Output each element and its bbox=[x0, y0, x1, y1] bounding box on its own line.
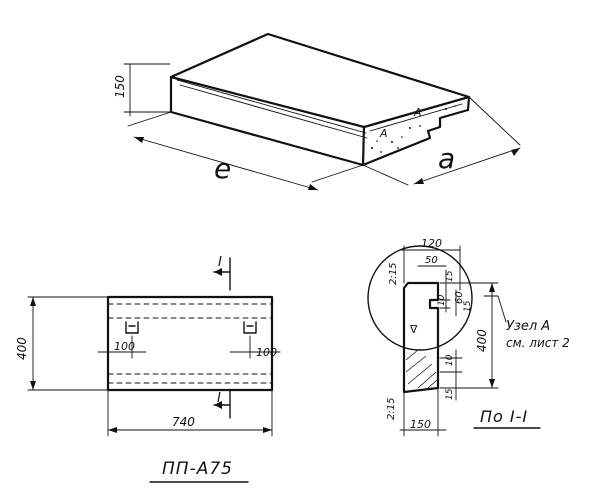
dim-400-line bbox=[439, 282, 499, 389]
dim-anchor-left-line bbox=[97, 335, 147, 359]
dim-10-low-label: 10 bbox=[445, 354, 455, 366]
dim-anchor-left-label: 100 bbox=[114, 340, 135, 353]
slab-top-face bbox=[169, 32, 471, 129]
section-mark-top-arrow bbox=[214, 268, 222, 276]
dim-50-label: 50 bbox=[425, 255, 438, 266]
dim-bottom-150-line bbox=[399, 387, 447, 437]
section-view: ∇ 2:15 2:15 120 50 15 10 60 15 400 10 15… bbox=[367, 237, 570, 437]
detail-node-circle bbox=[367, 245, 473, 351]
section-hatching bbox=[405, 349, 438, 389]
dim-60-label: 60 bbox=[454, 291, 465, 304]
dim-15-low-label: 15 bbox=[445, 388, 455, 400]
slab-top-edge-line bbox=[176, 79, 367, 134]
dim-bottom-label: 740 bbox=[172, 415, 195, 429]
dim-bottom-line bbox=[107, 389, 273, 437]
dim-width-line bbox=[362, 96, 521, 186]
end-face-texture bbox=[371, 105, 456, 153]
node-leader bbox=[483, 295, 507, 323]
dim-top-label: 120 bbox=[421, 237, 442, 250]
node-label-2: см. лист 2 bbox=[506, 336, 570, 350]
section-mark-top-label: I bbox=[218, 255, 222, 270]
plan-view: 100 100 400 740 I I ПП-А75 bbox=[15, 255, 281, 483]
plan-caption: ПП-А75 bbox=[162, 459, 233, 479]
dim-anchor-right-label: 100 bbox=[256, 346, 277, 359]
section-mark-bottom-arrow bbox=[214, 401, 222, 409]
dim-right-low-line bbox=[439, 349, 463, 401]
dim-15-mid-label: 15 bbox=[463, 300, 473, 312]
dim-400-label: 400 bbox=[475, 329, 489, 352]
dim-left-label: 400 bbox=[15, 337, 29, 360]
isometric-view: A A 150 e a bbox=[113, 32, 521, 191]
dim-length-line bbox=[127, 111, 364, 191]
mark-a-1: A bbox=[379, 127, 388, 140]
anchor-left bbox=[125, 321, 139, 334]
slab-end-face bbox=[361, 95, 471, 167]
dim-width-label: a bbox=[438, 142, 455, 175]
dim-10-top-label: 10 bbox=[437, 294, 447, 306]
anchor-right bbox=[243, 321, 257, 334]
section-caption: По I-I bbox=[480, 407, 528, 426]
section-mark-bottom-label: I bbox=[217, 391, 221, 406]
dim-bottom-150-label: 150 bbox=[410, 418, 431, 431]
dim-right-top-line bbox=[439, 269, 471, 317]
dim-height-label: 150 bbox=[113, 75, 127, 98]
slope-top-label: 2:15 bbox=[388, 263, 399, 285]
plan-outline bbox=[106, 295, 274, 392]
slab-top-edge-line bbox=[179, 84, 368, 139]
dim-anchor-right-line bbox=[229, 335, 281, 359]
dim-length-label: e bbox=[214, 152, 231, 185]
dim-left-line bbox=[27, 296, 109, 391]
dim-15-top-label: 15 bbox=[445, 270, 455, 282]
section-profile bbox=[402, 281, 440, 394]
slope-bottom-label: 2:15 bbox=[386, 398, 397, 420]
section-inner-mark: ∇ bbox=[409, 323, 418, 336]
dim-height-line bbox=[123, 63, 171, 117]
mark-a-2: A bbox=[413, 106, 422, 119]
slab-front-face bbox=[169, 75, 366, 167]
node-label-1: Узел А bbox=[506, 319, 550, 334]
